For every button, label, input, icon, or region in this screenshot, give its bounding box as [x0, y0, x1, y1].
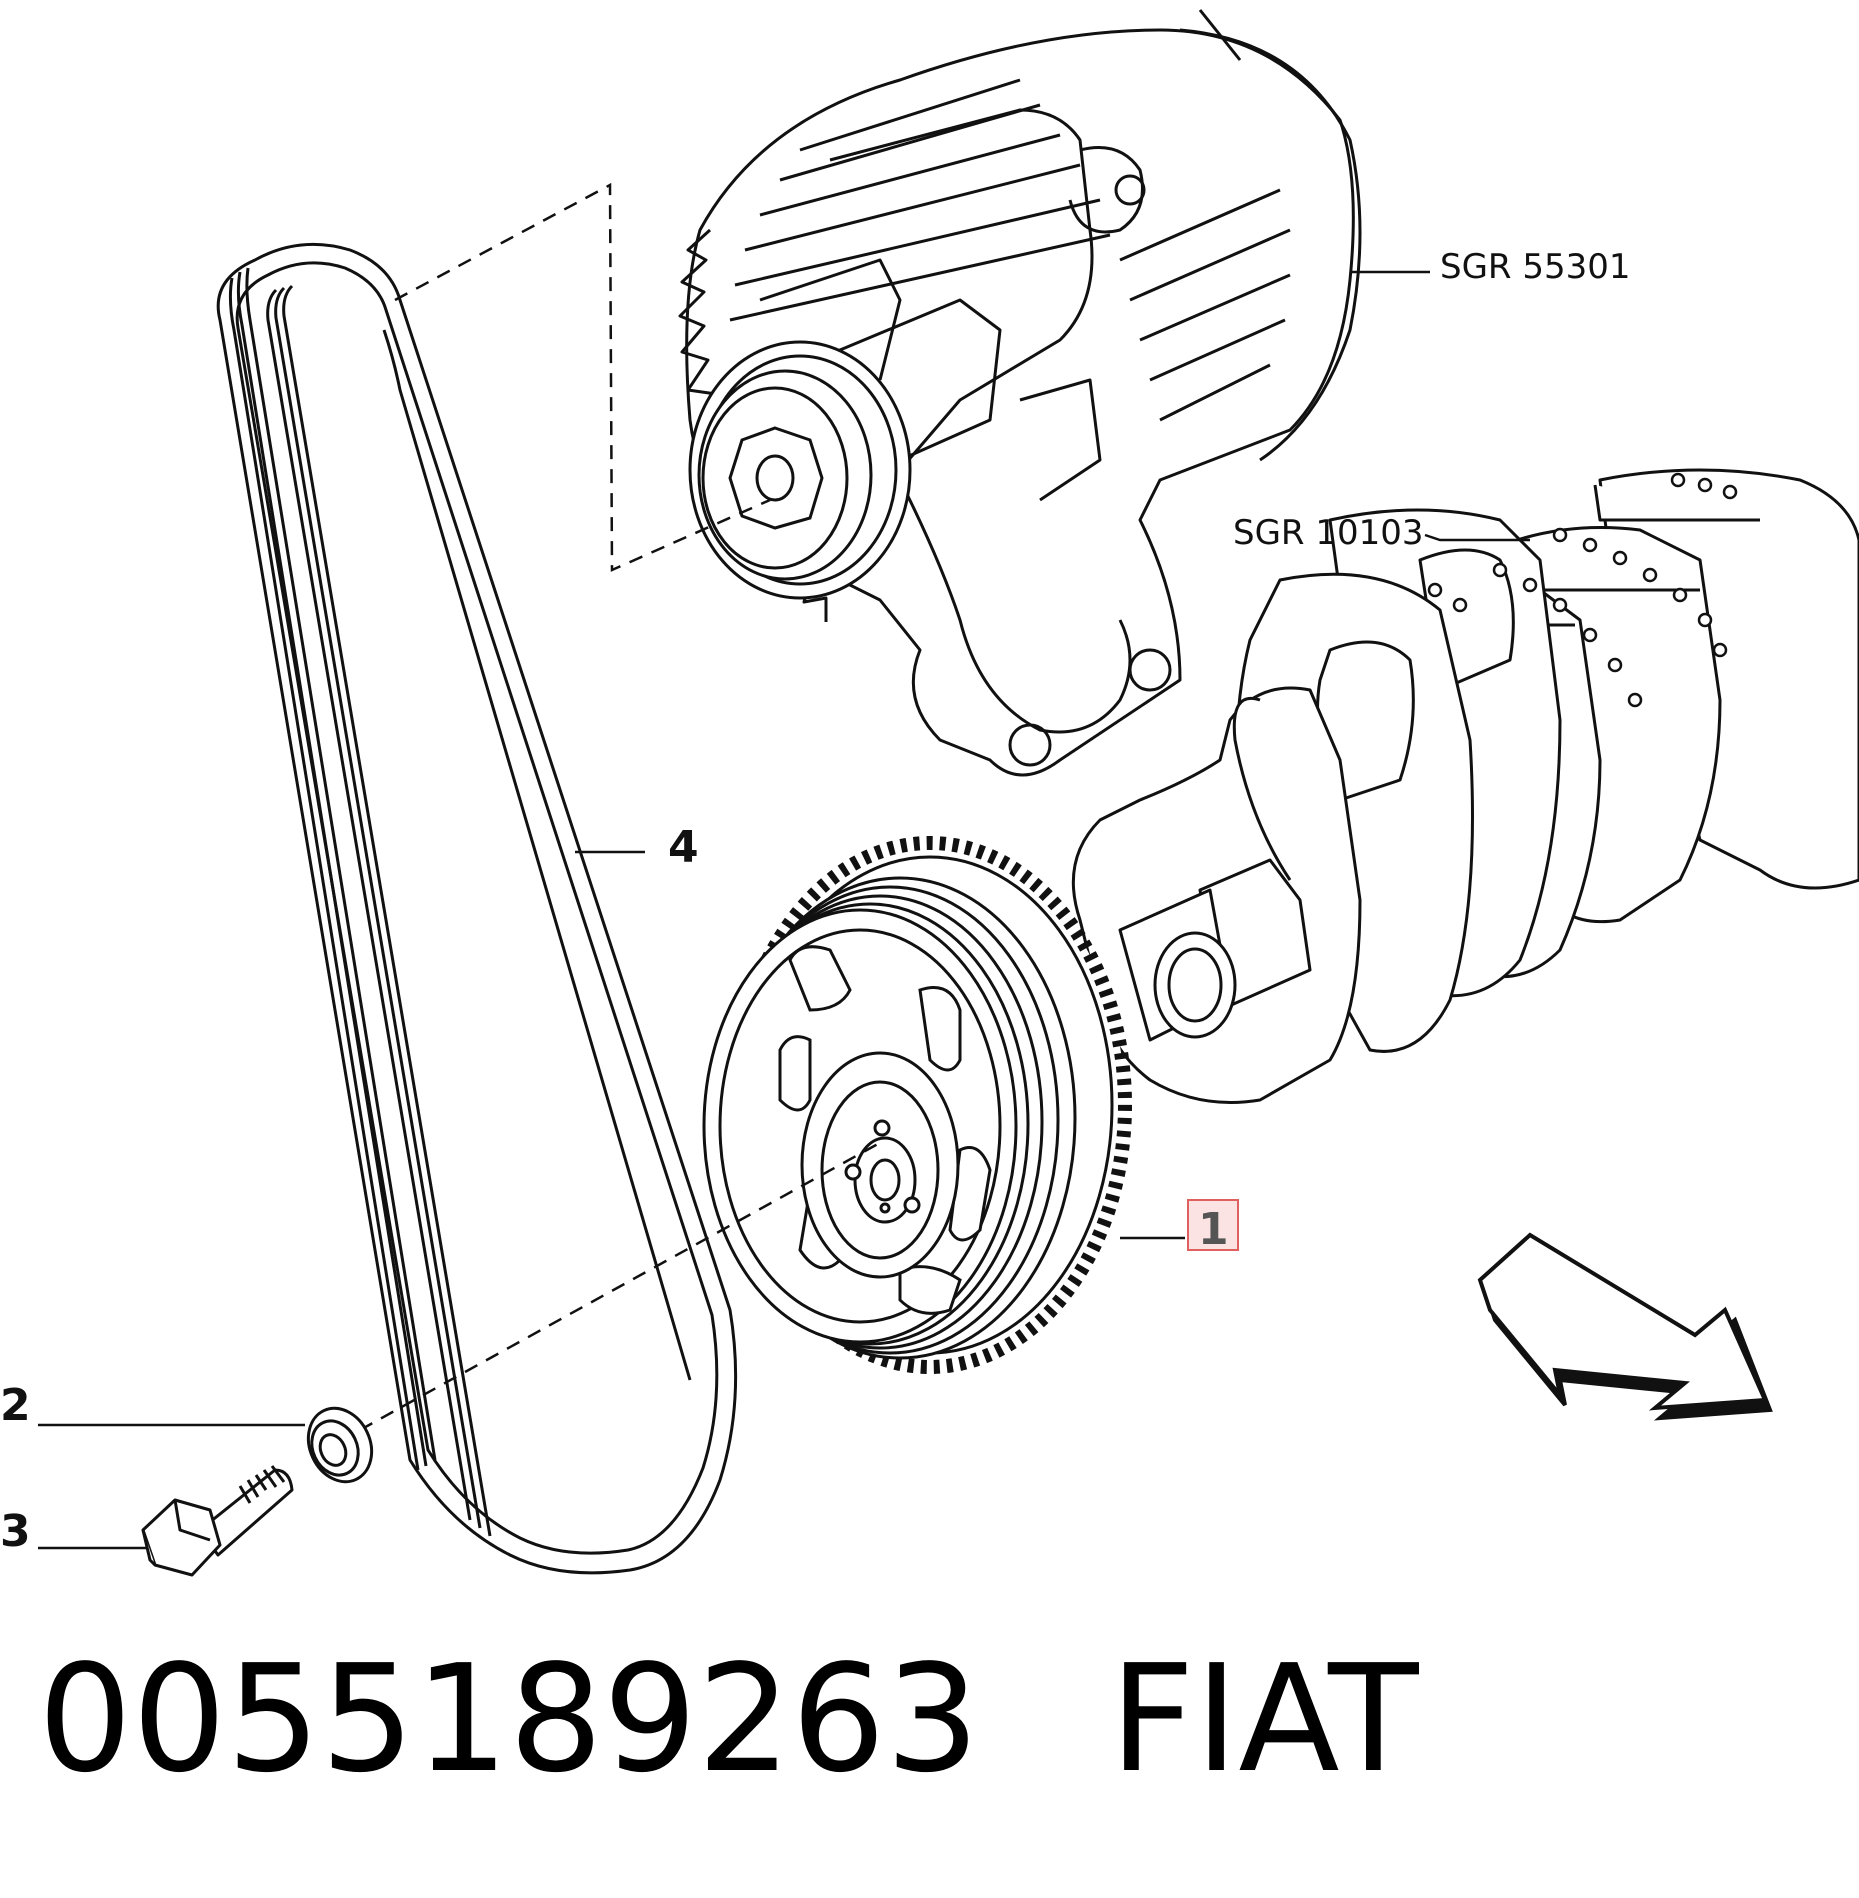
washer[interactable]: [297, 1398, 383, 1492]
part-1-highlight-box: [1187, 1199, 1239, 1251]
reference-alternator[interactable]: SGR 55301: [1440, 247, 1631, 287]
leader-lines: [38, 270, 1530, 1550]
callout-3[interactable]: 3: [0, 1506, 31, 1557]
alternator-belt-guide-line: [394, 182, 771, 572]
brand-name: FIAT: [1109, 1633, 1419, 1805]
callout-1[interactable]: 1: [1198, 1204, 1229, 1255]
reference-crankshaft[interactable]: SGR 10103: [1233, 513, 1424, 553]
direction-arrow-icon: [1477, 1232, 1773, 1421]
part-number: 0055189263: [38, 1633, 980, 1805]
callout-2[interactable]: 2: [0, 1380, 31, 1431]
callout-4[interactable]: 4: [668, 822, 699, 873]
poly-v-belt[interactable]: [216, 242, 738, 1575]
bolt[interactable]: [141, 1465, 294, 1577]
crankshaft-pulley[interactable]: [702, 836, 1132, 1374]
crankshaft[interactable]: [1071, 468, 1859, 1104]
alternator[interactable]: [678, 9, 1362, 777]
alternator-pulley[interactable]: [688, 340, 912, 600]
